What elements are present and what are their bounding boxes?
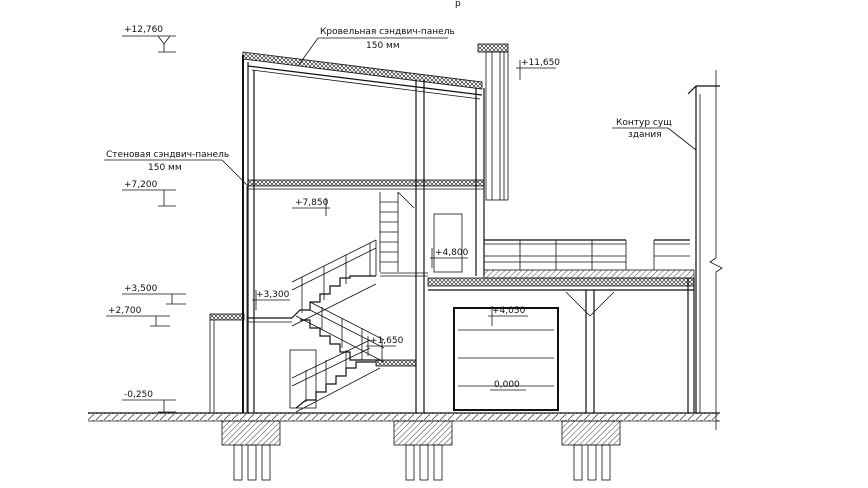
landing-1650 [375,359,417,367]
contour-note-line2: здания [628,130,662,140]
elevation-1650: +1,650 [370,336,404,346]
elevation-4050: +4,050 [492,306,526,316]
roof-panel-note-line2: 150 мм [366,41,400,51]
existing-building-contour [687,70,723,430]
note-leaders [104,37,697,187]
elevation-4800: +4,800 [435,248,469,258]
garage-gate [453,307,559,411]
columns [415,80,695,413]
upper-door [433,213,463,273]
contour-note-line1: Контур сущ [616,118,672,128]
wall-panel-note-line1: Стеновая сэндвич-панель [106,150,229,160]
terrace-railing [484,239,690,270]
wall-panel-note-line2: 150 мм [148,163,182,173]
upper-stair [291,239,377,327]
elevation-3500: +3,500 [124,284,158,294]
roof-panel [242,51,483,100]
elevation-7850: +7,850 [295,198,329,208]
entrance-canopy [209,313,245,413]
elevation-minus-0250: -0,250 [124,390,153,400]
slab-4050 [380,269,695,291]
elevation-marks [106,35,556,413]
elevation-7200: +7,200 [124,180,158,190]
middle-stair [295,301,385,363]
pile-foundations [221,420,621,481]
elevation-11650: +11,650 [521,58,560,68]
mid-landing [248,317,292,323]
vent-duct [477,43,509,201]
lower-door [289,349,317,409]
ground-line [88,412,720,422]
elevation-12760: +12,760 [124,25,163,35]
elevation-3300: +3,300 [256,290,290,300]
slab-7850 [247,179,485,190]
roof-panel-note-line1: Кровельная сэндвич-панель [320,27,455,37]
elevation-2700: +2,700 [108,306,142,316]
partial-top-text: р [455,0,461,9]
lower-stair [291,339,381,413]
elevation-0000: 0,000 [494,380,520,390]
ladder [379,191,415,272]
left-wall [242,55,255,413]
